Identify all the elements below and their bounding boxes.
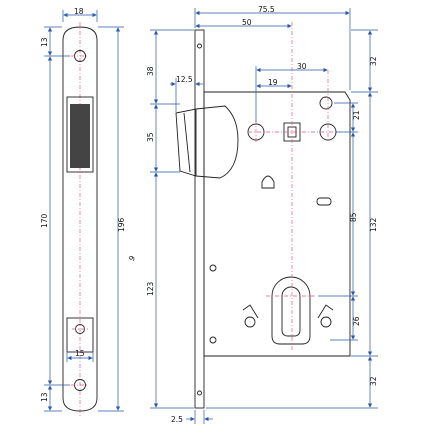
dim-spindle-square: 9 xyxy=(127,254,137,263)
strike-latch-mesh xyxy=(70,104,90,168)
dim-latch-projection: 12.5 xyxy=(176,75,193,84)
dim-center-distance: 85 xyxy=(349,212,358,222)
dim-backset: 50 xyxy=(242,18,252,27)
dim-cylinder-offset: 26 xyxy=(352,316,361,326)
dim-offset: 30 xyxy=(297,62,307,71)
dim-body-height: 132 xyxy=(369,217,378,232)
dim-strike-top-hole: 13 xyxy=(40,37,49,47)
dim-strike-bottom-hole: 13 xyxy=(40,392,49,402)
cylinder-screw-left xyxy=(244,316,256,328)
cylinder-screw-right xyxy=(320,316,332,328)
latch-housing xyxy=(195,105,239,179)
strike-bolt-opening xyxy=(66,317,94,353)
cylinder-cutout xyxy=(271,276,311,345)
detent xyxy=(261,175,275,189)
strike-dimensions: 18 13 170 13 196 15 xyxy=(40,7,126,412)
dim-latch-height: 38 xyxy=(146,66,155,76)
cylinder-profile xyxy=(281,286,301,337)
case-hole-bottom xyxy=(209,336,217,344)
strike-plate xyxy=(62,22,98,416)
lock-case xyxy=(204,91,351,357)
lock-body xyxy=(175,29,351,409)
dim-bottom-right: 32 xyxy=(369,376,378,386)
lock-dimensions: 75.5 50 30 19 12.5 38 35 123 2.5 xyxy=(127,5,378,424)
faceplate xyxy=(194,29,205,409)
dim-top-right: 32 xyxy=(369,56,378,66)
dim-spindle-offset: 19 xyxy=(268,78,278,87)
dim-strike-height: 170 xyxy=(40,213,49,228)
strike-latch-opening xyxy=(66,96,94,173)
dim-body-width: 75.5 xyxy=(258,5,275,14)
faceplate-screw-bottom xyxy=(197,390,202,396)
dim-strike-width: 18 xyxy=(74,7,84,16)
dim-faceplate-thickness: 2.5 xyxy=(171,415,183,424)
dim-left-height: 123 xyxy=(146,281,155,296)
faceplate-screw-top xyxy=(197,43,202,49)
latch-bolt xyxy=(175,108,197,177)
dim-right-spacing: 21 xyxy=(352,110,361,120)
dim-latch-size: 35 xyxy=(146,132,155,142)
case-hole xyxy=(209,264,217,272)
slot xyxy=(316,197,332,206)
dim-strike-inner-width: 15 xyxy=(75,349,85,358)
lock-centerlines xyxy=(248,22,336,350)
dim-strike-total: 196 xyxy=(117,217,126,232)
case-screw-top xyxy=(319,96,333,110)
